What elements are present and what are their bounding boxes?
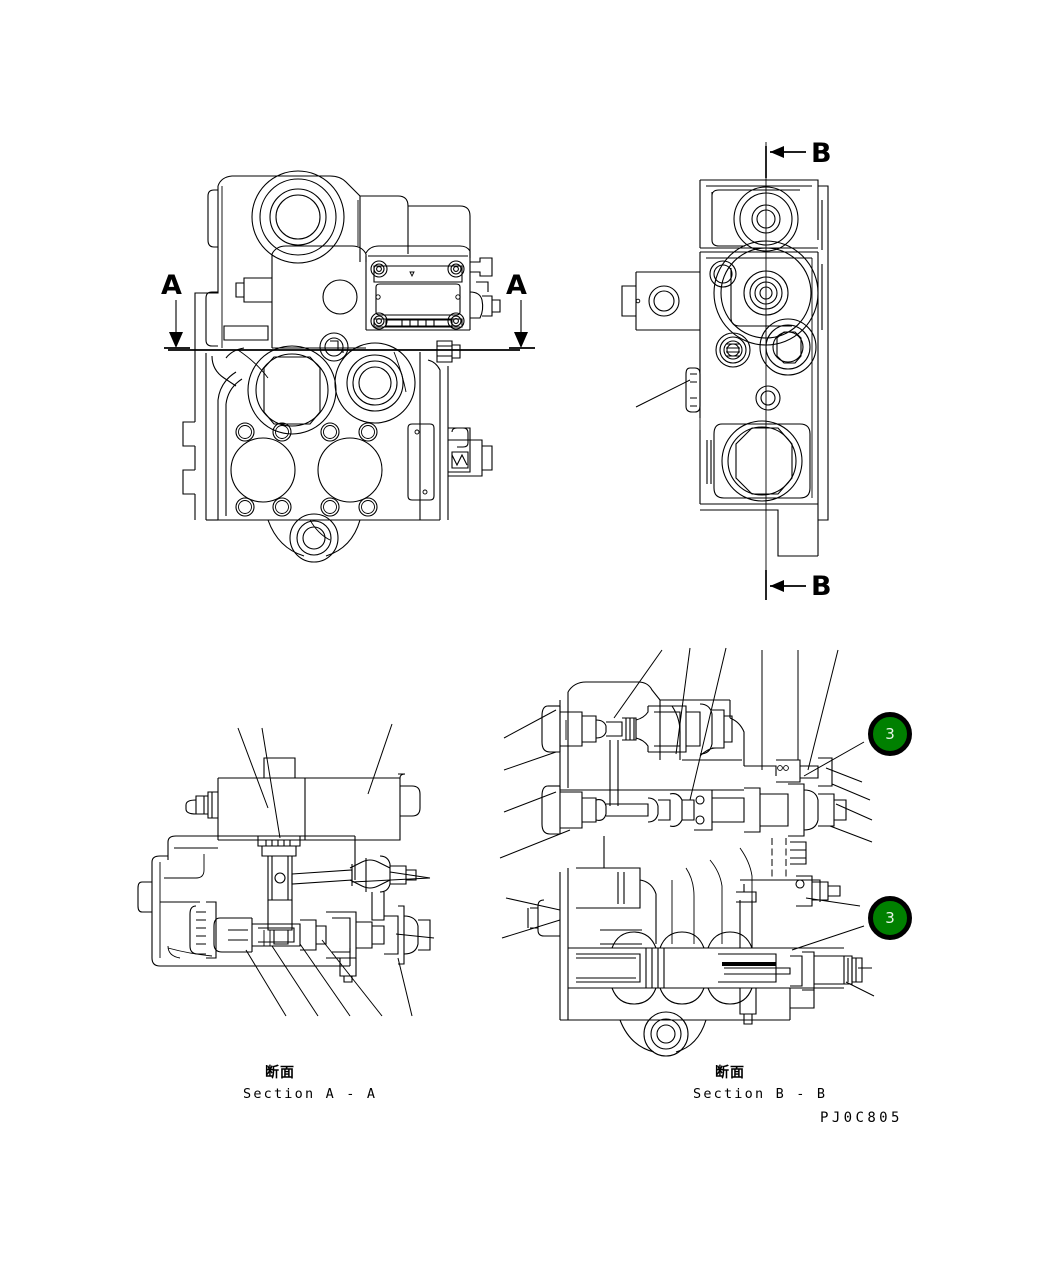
caption-section-a-japanese: 断面 [265, 1065, 295, 1081]
section-line-a-a [164, 300, 535, 351]
section-line-b-b [765, 146, 806, 600]
section-letter-a-left: A [161, 270, 182, 301]
caption-section-a-english: Section A - A [243, 1086, 378, 1102]
view-top-side-geometry [621, 142, 829, 580]
view-top-front-geometry [182, 170, 501, 563]
callout-badge-number: 3 [885, 724, 895, 743]
drawing-code-label: PJ0C805 [820, 1110, 903, 1126]
caption-section-b-japanese: 断面 [715, 1065, 745, 1081]
view-section-b-b-geometry [499, 647, 875, 1057]
section-letter-a-right: A [506, 270, 527, 301]
caption-section-b-english: Section B - B [693, 1086, 828, 1102]
callout-badge-3-lower[interactable]: 3 [868, 896, 912, 940]
view-section-a-a-geometry [137, 723, 435, 1017]
section-letter-b-top: B [811, 138, 832, 169]
callout-badge-number: 3 [885, 908, 895, 927]
section-letter-b-bottom: B [811, 571, 832, 602]
callout-badge-3-upper[interactable]: 3 [868, 712, 912, 756]
